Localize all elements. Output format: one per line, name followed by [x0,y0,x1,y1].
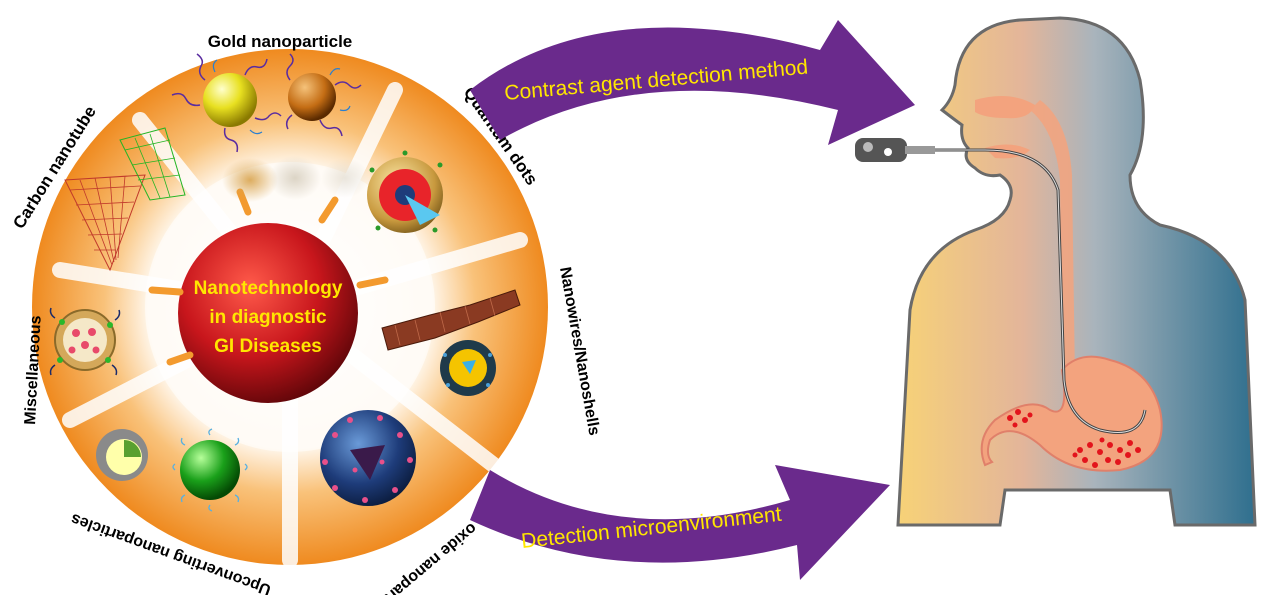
miscellaneous-illustration [49,307,121,376]
stomach [980,355,1163,472]
arrow-bottom: Detection microenvironment [470,465,890,580]
label-gold-nanoparticle: Gold nanoparticle [208,32,353,51]
quantum-dot-illustration [367,150,443,233]
gold-nanoparticle-illustration [171,53,362,153]
nanoparticle-ring: Nanotechnology in diagnostic GI Diseases [9,32,602,595]
center-title-line2: in diagnostic [209,307,327,328]
human-gi-illustration [855,16,1257,527]
nanowire-illustration [381,289,521,351]
center-sphere [178,223,358,403]
center-title-line1: Nanotechnology [194,278,343,299]
endoscope-handle [855,138,935,162]
label-miscellaneous: Miscellaneous [22,315,45,425]
upconverting-nanoparticle-illustration [96,428,248,512]
iron-oxide-illustration [320,410,416,506]
blurred-particles [222,156,369,202]
carbon-nanotube-illustration [64,127,186,272]
label-nanowires-nanoshells: Nanowires/Nanoshells [556,266,602,437]
arrow-top: Contrast agent detection method [470,20,915,145]
center-title-line3: GI Diseases [214,336,322,357]
nanoshell-illustration [440,340,496,396]
body-silhouette [896,16,1257,527]
lesion-dots [1007,409,1141,468]
